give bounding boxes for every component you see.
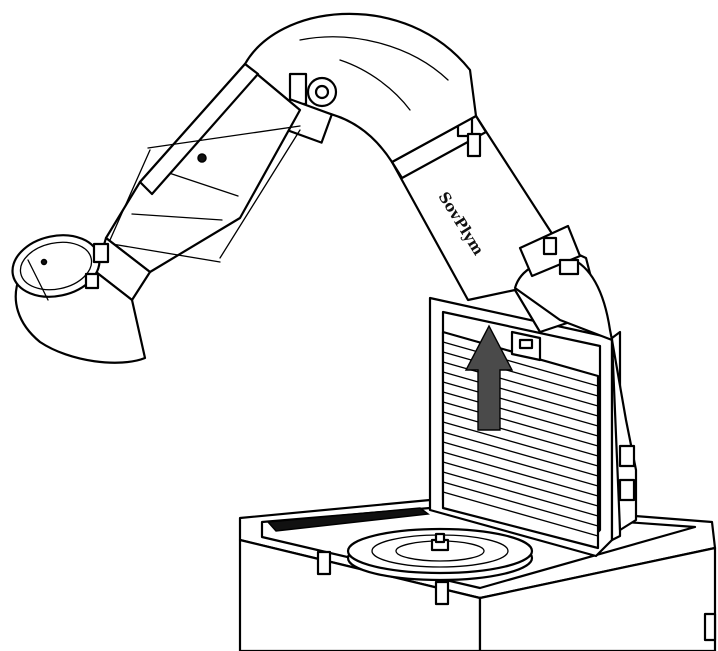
arm-rivet [197,153,207,163]
up-arrow-icon [464,324,514,431]
arm-upper-tube [104,62,302,274]
arm-lower-segment: SovPlym [390,110,614,342]
support-column [610,338,638,532]
cabinet-clip-left [316,550,332,576]
filter-cassette [428,296,622,558]
clamp-ring-3 [138,62,260,196]
arm-top-elbow [243,12,478,164]
cabinet-seal-strip [266,507,430,532]
cabinet-side-fitting [703,612,717,642]
arm-hood-segment [11,234,152,364]
cabinet-clip-front [434,580,450,606]
arm-upper-segment [104,62,302,274]
filter-disc [346,527,534,582]
elbow-body [243,12,478,164]
cabinet-side-face [478,546,717,651]
